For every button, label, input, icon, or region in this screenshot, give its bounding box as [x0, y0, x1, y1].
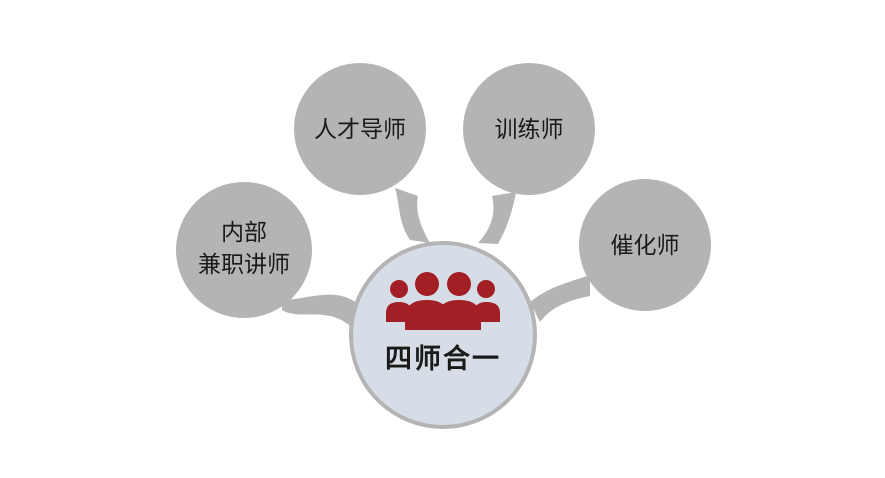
connector-talent-mentor: [395, 188, 430, 243]
node-internal-lecturer-bubble: [176, 182, 312, 318]
node-talent-mentor-bubble: [294, 63, 426, 195]
outer-nodes: [176, 63, 711, 318]
node-internal-lecturer-label-line2: 兼职讲师: [198, 252, 290, 278]
node-talent-mentor-label: 人才导师: [314, 117, 406, 143]
connector-trainer: [478, 192, 516, 244]
node-trainer-label: 训练师: [495, 117, 564, 143]
connector-facilitator: [530, 275, 590, 322]
node-facilitator-label: 催化师: [611, 233, 680, 259]
node-facilitator-bubble: [579, 179, 711, 311]
people-group-icon: [386, 272, 500, 330]
node-trainer-bubble: [463, 63, 595, 195]
node-internal-lecturer-label-line1: 内部: [221, 220, 267, 246]
center-label: 四师合一: [385, 343, 501, 375]
center-circle: [349, 241, 537, 429]
